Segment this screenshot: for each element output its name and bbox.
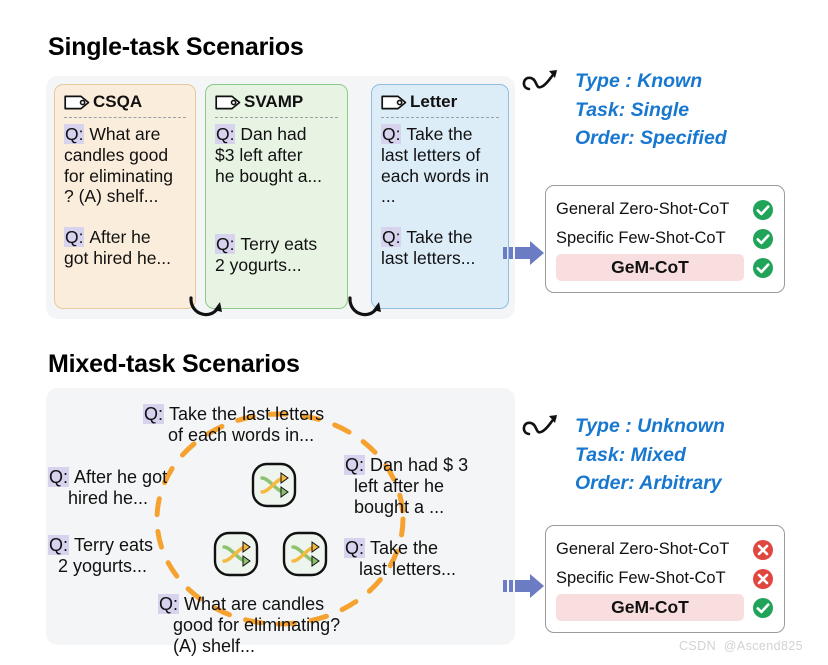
q-marker: Q: — [344, 538, 366, 558]
annotation-mixed-task: Type : Unknown Task: Mixed Order: Arbitr… — [575, 415, 725, 495]
question-body: Dan had $ 3 left after he bought a ... — [344, 455, 469, 518]
question-body: Take the last letters... — [344, 538, 457, 580]
method-row[interactable]: General Zero-Shot-CoT — [556, 535, 774, 564]
blue-arrow-icon — [503, 240, 545, 271]
card-header-letter: Letter — [381, 92, 499, 117]
shuffle-icon — [213, 531, 259, 577]
spacer — [215, 192, 338, 234]
q-marker: Q: — [381, 227, 402, 248]
method-row-gem-cot[interactable]: GeM-CoT — [556, 253, 774, 282]
method-row[interactable]: Specific Few-Shot-CoT — [556, 224, 774, 253]
tag-icon — [215, 95, 241, 110]
cross-icon — [752, 539, 774, 561]
watermark: CSDN @Ascend825 — [679, 639, 804, 653]
loop-arrow-icon — [521, 64, 565, 103]
mixed-question: Q: What are candles good for eliminating… — [158, 594, 340, 657]
spacer — [381, 213, 499, 227]
method-list-single-task: General Zero-Shot-CoT Specific Few-Shot-… — [545, 185, 785, 293]
q-marker: Q: — [143, 404, 165, 424]
blue-arrow-icon — [503, 573, 545, 604]
question-body: Take the last letters of each words in..… — [143, 404, 325, 446]
method-label: Specific Few-Shot-CoT — [556, 569, 726, 587]
check-icon — [752, 597, 774, 619]
cross-icon — [752, 568, 774, 590]
curved-arrow-icon — [345, 296, 385, 329]
q-marker: Q: — [215, 124, 236, 144]
method-row-gem-cot[interactable]: GeM-CoT — [556, 593, 774, 622]
card-title-csqa: CSQA — [93, 92, 143, 111]
question-body: After he got hired he... — [48, 467, 168, 509]
q-marker: Q: — [344, 455, 366, 475]
check-icon — [752, 199, 774, 221]
method-label: General Zero-Shot-CoT — [556, 540, 730, 558]
dashed-ellipse — [150, 408, 410, 635]
mixed-question: Q: After he got hired he... — [48, 467, 167, 509]
mixed-task-panel — [46, 388, 515, 645]
loop-arrow-icon — [521, 409, 565, 448]
mixed-question: Q: Dan had $ 3 left after he bought a ..… — [344, 455, 468, 518]
card-header-svamp: SVAMP — [215, 92, 338, 117]
page-title-single-task: Single-task Scenarios — [48, 33, 304, 61]
method-row[interactable]: Specific Few-Shot-CoT — [556, 564, 774, 593]
q-marker: Q: — [64, 227, 85, 248]
card-divider — [64, 117, 186, 118]
page-title-mixed-task: Mixed-task Scenarios — [48, 350, 300, 378]
method-label: GeM-CoT — [556, 254, 744, 281]
q-marker: Q: — [215, 234, 236, 255]
card-title-letter: Letter — [410, 92, 458, 111]
tag-icon — [64, 95, 90, 110]
question-body: Terry eats 2 yogurts... — [48, 535, 154, 577]
mixed-question: Q: Terry eats 2 yogurts... — [48, 535, 153, 577]
tag-icon — [381, 95, 407, 110]
q-marker: Q: — [48, 535, 70, 555]
check-icon — [752, 257, 774, 279]
annotation-single-task: Type : Known Task: Single Order: Specifi… — [575, 70, 727, 150]
q-marker: Q: — [158, 594, 180, 614]
shuffle-icon — [251, 462, 297, 508]
card-title-svamp: SVAMP — [244, 92, 304, 111]
mixed-question: Q: Take the last letters... — [344, 538, 456, 580]
shuffle-icon — [282, 531, 328, 577]
q-marker: Q: — [381, 124, 402, 144]
method-label: GeM-CoT — [556, 594, 744, 621]
curved-arrow-icon — [186, 296, 226, 329]
method-list-mixed-task: General Zero-Shot-CoT Specific Few-Shot-… — [545, 525, 785, 633]
card-divider — [381, 117, 499, 118]
q-marker: Q: — [64, 124, 85, 144]
method-label: Specific Few-Shot-CoT — [556, 229, 726, 247]
q-marker: Q: — [48, 467, 70, 487]
method-label: General Zero-Shot-CoT — [556, 200, 730, 218]
question-body: What are candles good for eliminating? (… — [158, 594, 341, 657]
check-icon — [752, 228, 774, 250]
method-row[interactable]: General Zero-Shot-CoT — [556, 195, 774, 224]
spacer — [64, 213, 186, 227]
card-header-csqa: CSQA — [64, 92, 186, 117]
card-divider — [215, 117, 338, 118]
mixed-question: Q: Take the last letters of each words i… — [143, 404, 324, 446]
